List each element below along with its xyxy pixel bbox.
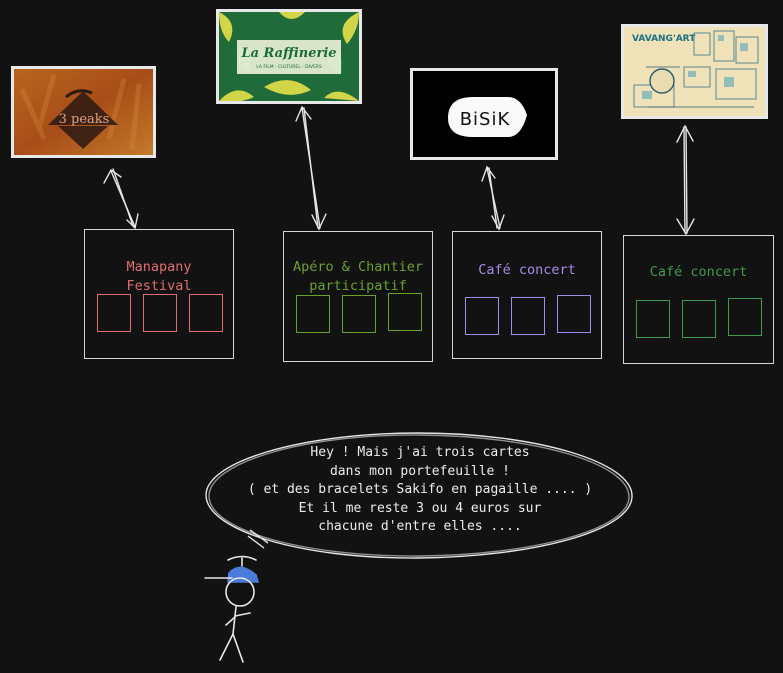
card-bisik: Café concert	[452, 231, 602, 359]
logo-vavangart: VAVANG'ART	[621, 24, 768, 119]
card-vavang: Café concert	[623, 235, 774, 364]
stick-figure-icon	[204, 555, 260, 663]
logo-bisik-text: BiSiK	[460, 109, 511, 130]
card-slot	[636, 300, 670, 338]
card-slot	[143, 294, 177, 332]
speech-line: dans mon portefeuille !	[329, 463, 510, 479]
bidirectional-arrow-icon	[676, 124, 695, 236]
card-slot	[511, 297, 545, 335]
card-slot	[557, 295, 591, 333]
vavangart-logo-icon: VAVANG'ART	[624, 27, 765, 116]
speech-text: Hey ! Mais j'ai trois cartes dans mon po…	[222, 444, 618, 537]
logo-3peaks-text: 3 peaks	[59, 112, 110, 127]
card-bisik-title: Café concert	[478, 262, 576, 278]
logo-raffinerie-title: La Raffinerie	[240, 46, 336, 61]
logo-vavangart-title: VAVANG'ART	[632, 34, 696, 44]
logo-raffinerie-subtitle: LA FILM · CULTUREL · DIVERS	[256, 64, 322, 70]
3peaks-logo-icon: 3 peaks	[14, 69, 153, 155]
speech-line: ( et des bracelets Sakifo en pagaille ..…	[247, 482, 593, 498]
bidirectional-arrow-icon	[103, 168, 139, 230]
speech-line: chacune d'entre elles ....	[318, 519, 522, 535]
card-slot	[97, 294, 131, 332]
speech-line: Hey ! Mais j'ai trois cartes	[310, 445, 530, 460]
speech-line: Et il me reste 3 ou 4 euros sur	[298, 500, 542, 516]
logo-raffinerie: La Raffinerie LA FILM · CULTUREL · DIVER…	[216, 9, 362, 104]
card-slot	[465, 297, 499, 335]
card-slot	[189, 294, 223, 332]
logo-3peaks: 3 peaks	[11, 66, 156, 158]
card-slot	[388, 293, 422, 331]
bidirectional-arrow-icon	[295, 105, 327, 231]
card-slot	[682, 300, 716, 338]
card-slot	[728, 298, 762, 336]
card-vavang-title: Café concert	[649, 264, 748, 280]
logo-bisik: BiSiK	[410, 68, 558, 160]
card-slot	[342, 295, 376, 333]
bisik-logo-icon: BiSiK	[413, 71, 555, 157]
raffinerie-logo-icon: La Raffinerie LA FILM · CULTUREL · DIVER…	[219, 12, 359, 101]
bidirectional-arrow-icon	[481, 165, 505, 231]
card-slot	[296, 295, 330, 333]
